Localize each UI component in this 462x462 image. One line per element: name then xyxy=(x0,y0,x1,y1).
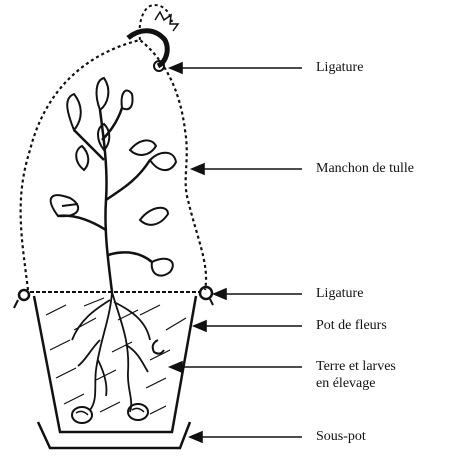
arrow-pot xyxy=(194,321,302,331)
flower-pot xyxy=(34,296,196,432)
larva-1 xyxy=(72,407,92,423)
label-sous-pot-text: Sous-pot xyxy=(316,429,366,444)
label-terre: Terre et larves en élevage xyxy=(316,358,396,392)
label-ligature-bottom: Ligature xyxy=(316,285,363,302)
saucer xyxy=(38,422,190,448)
label-ligature-bottom-text: Ligature xyxy=(316,286,363,301)
label-pot: Pot de fleurs xyxy=(316,317,387,334)
label-ligature-top-text: Ligature xyxy=(316,60,363,75)
soil-hatching xyxy=(46,298,186,414)
label-terre-line1: Terre et larves xyxy=(316,358,396,375)
larva-2 xyxy=(128,404,148,420)
label-sous-pot: Sous-pot xyxy=(316,428,366,445)
bottom-ligature-left xyxy=(14,290,29,308)
arrow-ligature-top xyxy=(170,63,302,73)
label-manchon-text: Manchon de tulle xyxy=(316,161,414,176)
bottom-ligature-right xyxy=(200,287,213,305)
label-manchon: Manchon de tulle xyxy=(316,160,414,177)
pointer-arrows xyxy=(170,63,302,442)
label-pot-text: Pot de fleurs xyxy=(316,318,387,333)
label-ligature-top: Ligature xyxy=(316,59,363,76)
larva-3 xyxy=(153,340,164,354)
arrow-ligature-bottom xyxy=(214,289,302,299)
arrow-terre xyxy=(170,362,302,372)
arrow-manchon xyxy=(192,164,302,174)
label-terre-line2: en élevage xyxy=(316,375,396,392)
plant-leaves xyxy=(51,78,176,276)
arrow-sous-pot xyxy=(190,432,302,442)
